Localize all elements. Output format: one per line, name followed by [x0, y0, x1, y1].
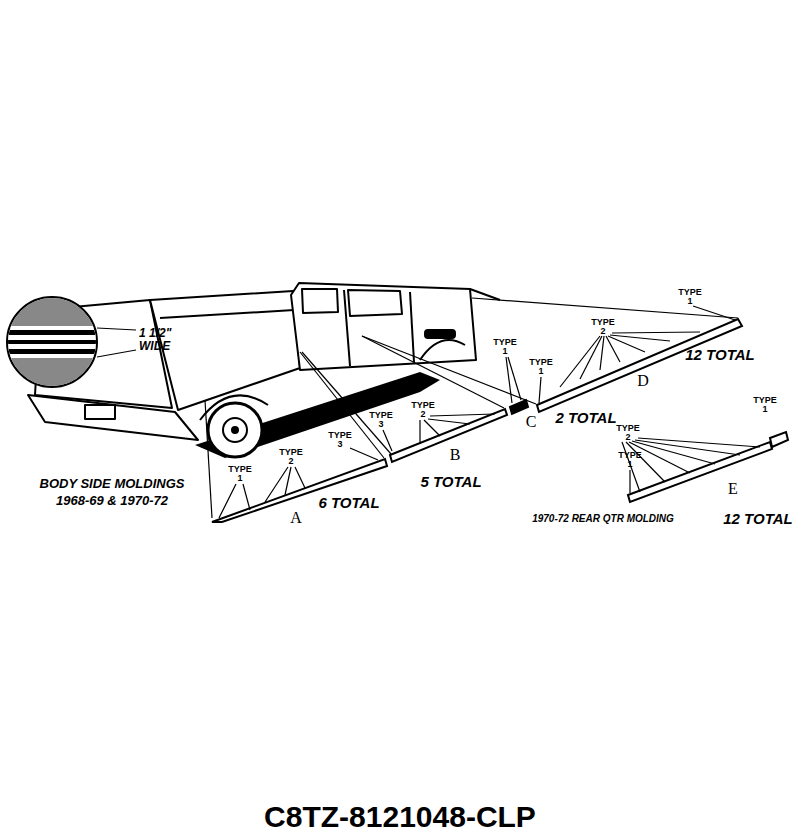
leader-lines	[205, 298, 760, 518]
quantity-label: 5 TOTAL	[420, 474, 481, 490]
type-label: TYPE 1	[491, 338, 519, 357]
dimension-label: 1 1/2" WIDE	[139, 327, 189, 352]
type-label: TYPE 1	[676, 288, 704, 307]
part-number-caption: C8TZ-8121048-CLP	[0, 800, 800, 834]
part-letter: D	[637, 373, 649, 390]
type-label: TYPE 2	[614, 424, 642, 443]
type-label: TYPE 3	[367, 411, 395, 430]
type-label: TYPE 1	[226, 465, 254, 484]
quantity-label: 6 TOTAL	[318, 495, 379, 511]
cab-window	[302, 289, 338, 313]
part-letter: A	[290, 510, 302, 527]
molding-e	[628, 442, 772, 502]
molding-b	[390, 409, 507, 462]
quantity-label: 12 TOTAL	[685, 347, 754, 363]
bed-side	[150, 291, 300, 410]
quantity-label: 2 TOTAL	[555, 410, 616, 426]
part-letter: B	[450, 447, 461, 464]
type-label: TYPE 1	[751, 396, 779, 415]
molding-inset	[0, 295, 136, 390]
type-label: TYPE 3	[326, 431, 354, 450]
diagram-heading: BODY SIDE MOLDINGS 1968-69 & 1970-72	[23, 476, 201, 510]
type-label: TYPE 2	[277, 448, 305, 467]
license-plate	[85, 405, 115, 419]
molding-c	[510, 400, 528, 414]
hub	[223, 418, 247, 442]
type-label: TYPE 2	[409, 401, 437, 420]
molding-e-cap	[770, 432, 788, 447]
rear-wheel	[208, 403, 262, 457]
hub-center	[232, 427, 238, 433]
quantity-label: 12 TOTAL	[723, 511, 792, 527]
bed-line	[160, 310, 294, 318]
type-label: TYPE 2	[589, 318, 617, 337]
cab	[291, 283, 476, 370]
rear-bumper	[28, 395, 198, 440]
door-line	[410, 292, 414, 362]
door-line	[344, 290, 350, 366]
note-label: 1970-72 REAR QTR MOLDING	[532, 514, 674, 525]
type-label: TYPE 1	[616, 451, 644, 470]
moldings	[212, 319, 788, 522]
door-window	[348, 290, 402, 316]
part-letter: E	[728, 481, 738, 498]
front-wheel-well	[420, 340, 465, 360]
type-label: TYPE 1	[527, 358, 555, 377]
front-wheel	[425, 330, 455, 338]
part-letter: C	[526, 414, 537, 431]
molding-d	[537, 319, 742, 412]
